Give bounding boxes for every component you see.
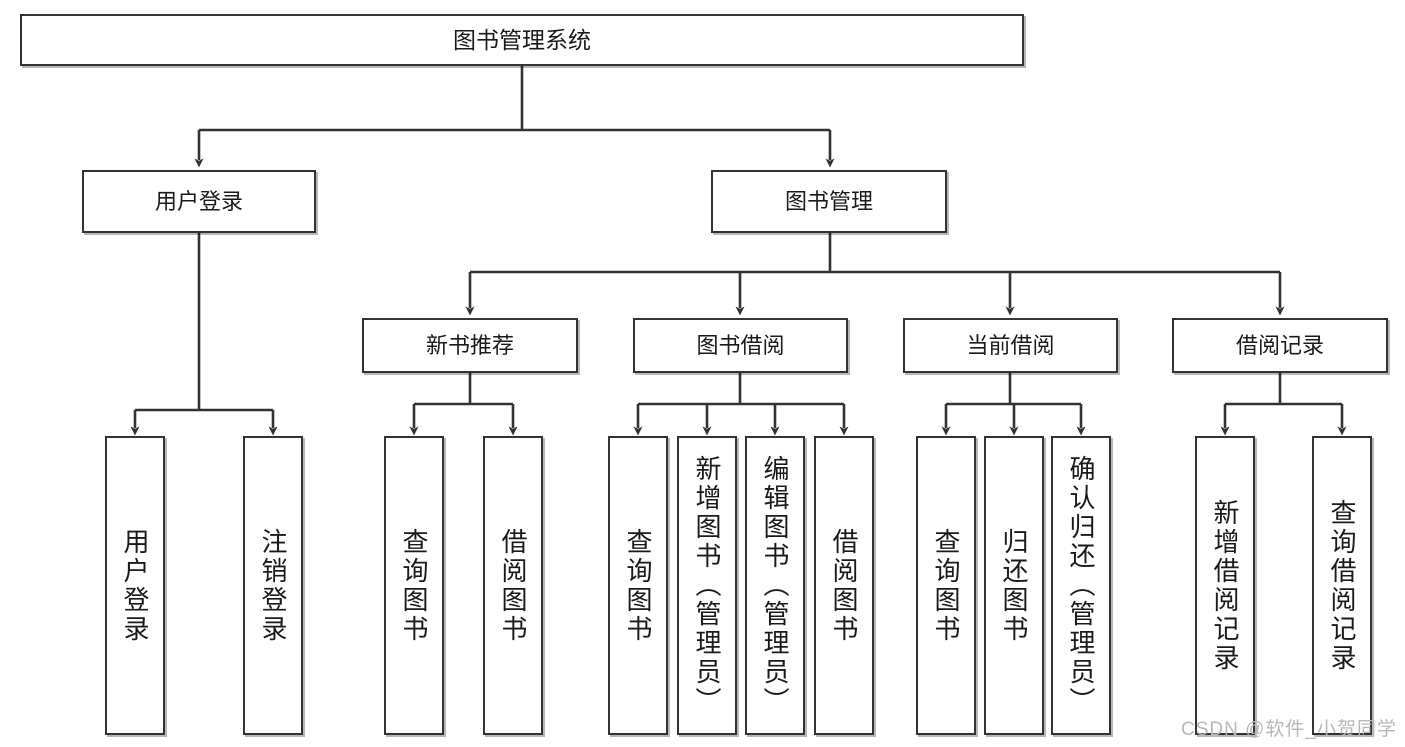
node-leaf-add-book[interactable]: 新增图书（管理员） <box>677 436 737 735</box>
node-leaf-return-book[interactable]: 归还图书 <box>984 436 1044 735</box>
node-borrow-record[interactable]: 借阅记录 <box>1172 318 1388 373</box>
node-new-book-rec[interactable]: 新书推荐 <box>362 318 578 373</box>
node-leaf-query-book-3-label: 查询图书 <box>931 527 961 644</box>
node-root-label: 图书管理系统 <box>453 26 591 53</box>
node-book-manage[interactable]: 图书管理 <box>711 170 947 233</box>
node-leaf-query-record[interactable]: 查询借阅记录 <box>1312 436 1372 735</box>
node-leaf-query-book-1-label: 查询图书 <box>399 527 429 644</box>
node-user-login[interactable]: 用户登录 <box>82 170 316 233</box>
watermark-text: CSDN @软件_小贺同学 <box>1181 719 1397 740</box>
node-root[interactable]: 图书管理系统 <box>20 14 1024 66</box>
node-leaf-borrow-book-1-label: 借阅图书 <box>498 527 528 644</box>
node-book-borrow[interactable]: 图书借阅 <box>633 318 848 373</box>
node-leaf-query-book-3[interactable]: 查询图书 <box>916 436 976 735</box>
node-leaf-user-login-label: 用户登录 <box>120 527 150 644</box>
node-current-borrow-label: 当前借阅 <box>966 332 1055 358</box>
node-leaf-add-book-label: 新增图书（管理员） <box>692 455 722 716</box>
node-leaf-return-book-label: 归还图书 <box>999 527 1029 644</box>
node-leaf-confirm-return-label: 确认归还（管理员） <box>1066 455 1096 716</box>
node-leaf-query-book-1[interactable]: 查询图书 <box>384 436 444 735</box>
node-book-borrow-label: 图书借阅 <box>696 332 785 358</box>
node-leaf-add-record-label: 新增借阅记录 <box>1210 498 1240 673</box>
node-leaf-borrow-book-2-label: 借阅图书 <box>829 527 859 644</box>
node-leaf-query-record-label: 查询借阅记录 <box>1327 498 1357 673</box>
node-leaf-logout[interactable]: 注销登录 <box>243 436 303 735</box>
node-book-manage-label: 图书管理 <box>784 188 873 214</box>
node-new-book-rec-label: 新书推荐 <box>425 332 514 358</box>
node-leaf-borrow-book-2[interactable]: 借阅图书 <box>814 436 874 735</box>
node-leaf-borrow-book-1[interactable]: 借阅图书 <box>483 436 543 735</box>
node-user-login-label: 用户登录 <box>154 188 243 214</box>
node-leaf-query-book-2-label: 查询图书 <box>623 527 653 644</box>
node-borrow-record-label: 借阅记录 <box>1235 332 1324 358</box>
node-current-borrow[interactable]: 当前借阅 <box>903 318 1118 373</box>
node-leaf-edit-book-label: 编辑图书（管理员） <box>760 455 790 716</box>
node-leaf-confirm-return[interactable]: 确认归还（管理员） <box>1051 436 1111 735</box>
node-leaf-user-login[interactable]: 用户登录 <box>105 436 165 735</box>
node-leaf-logout-label: 注销登录 <box>258 527 288 644</box>
node-leaf-query-book-2[interactable]: 查询图书 <box>608 436 668 735</box>
node-leaf-add-record[interactable]: 新增借阅记录 <box>1195 436 1255 735</box>
node-leaf-edit-book[interactable]: 编辑图书（管理员） <box>745 436 805 735</box>
